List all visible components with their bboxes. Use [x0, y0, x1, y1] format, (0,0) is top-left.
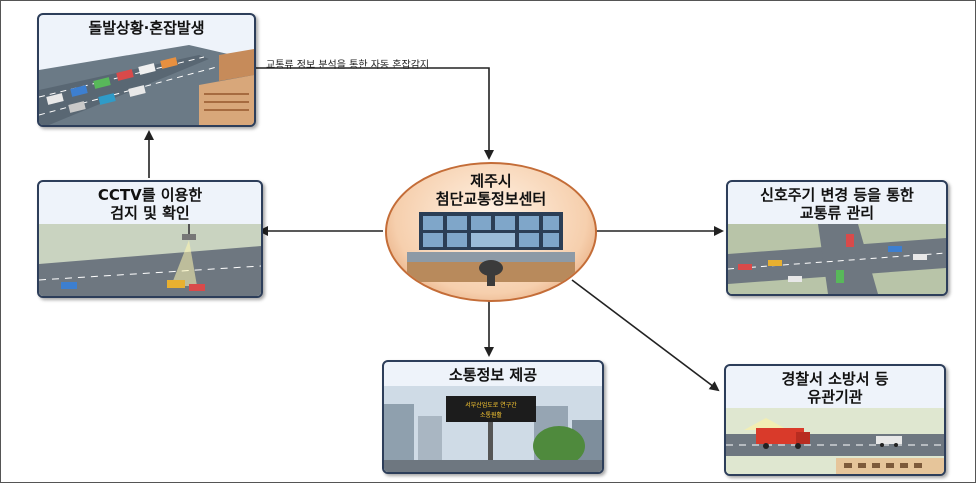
intersection-illustration	[728, 224, 946, 294]
card-title: 소통정보 제공	[448, 366, 538, 384]
card-title-line2: 교통류 관리	[799, 204, 875, 222]
center-title: 제주시 첨단교통정보센터	[387, 172, 595, 208]
card-title-line2: 검지 및 확인	[110, 204, 190, 222]
center-title-line2: 첨단교통정보센터	[435, 190, 547, 208]
arrow-center-to-agency	[571, 279, 720, 392]
control-room-illustration	[407, 212, 575, 286]
card-traffic-info: 소통정보 제공 서부산업도로 연구간 소통원활	[382, 360, 604, 474]
card-signal-control: 신호주기 변경 등을 통한 교통류 관리	[726, 180, 948, 296]
fire-truck-road-illustration	[726, 408, 944, 474]
center-title-line1: 제주시	[470, 172, 512, 190]
card-title: CCTV를 이용한 검지 및 확인	[39, 186, 261, 222]
card-title-line1: 경찰서 소방서 등	[781, 370, 889, 388]
arrow-congestion-to-center	[254, 67, 494, 160]
vms-sign-line1: 서부산업도로 연구간	[465, 401, 517, 409]
card-title-line1: CCTV를 이용한	[97, 186, 203, 204]
annotation-auto-congestion-detection: 교통류 정보 분석을 통한 자동 혼잡감지	[266, 60, 430, 71]
vms-sign-city-illustration: 서부산업도로 연구간 소통원활	[384, 386, 602, 472]
card-cctv-detection: CCTV를 이용한 검지 및 확인	[37, 180, 263, 298]
card-title: 돌발상황·혼잡발생	[88, 19, 205, 37]
card-title-line1: 신호주기 변경 등을 통한	[760, 186, 914, 204]
card-title: 신호주기 변경 등을 통한 교통류 관리	[728, 186, 946, 222]
cctv-road-illustration	[39, 224, 261, 296]
card-title-line2: 유관기관	[807, 388, 863, 406]
card-related-agencies: 경찰서 소방서 등 유관기관	[724, 364, 946, 476]
card-title: 경찰서 소방서 등 유관기관	[726, 370, 944, 406]
traffic-info-center: 제주시 첨단교통정보센터	[385, 162, 597, 302]
highway-congestion-illustration	[39, 45, 254, 125]
vms-sign-line2: 소통원활	[480, 411, 503, 419]
card-incident-congestion: 돌발상황·혼잡발생	[37, 13, 256, 127]
